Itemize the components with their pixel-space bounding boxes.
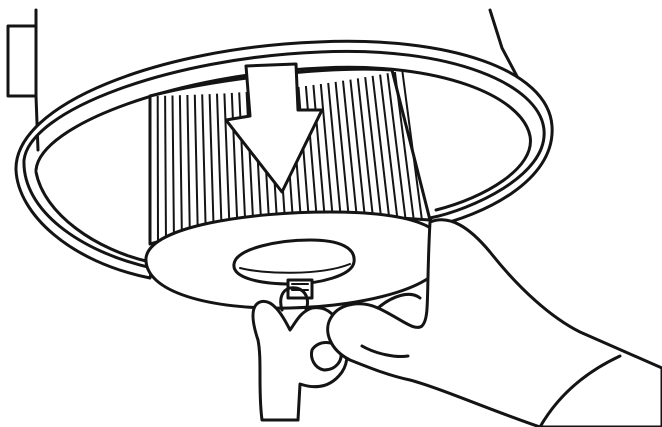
filter-pleat <box>165 96 166 244</box>
